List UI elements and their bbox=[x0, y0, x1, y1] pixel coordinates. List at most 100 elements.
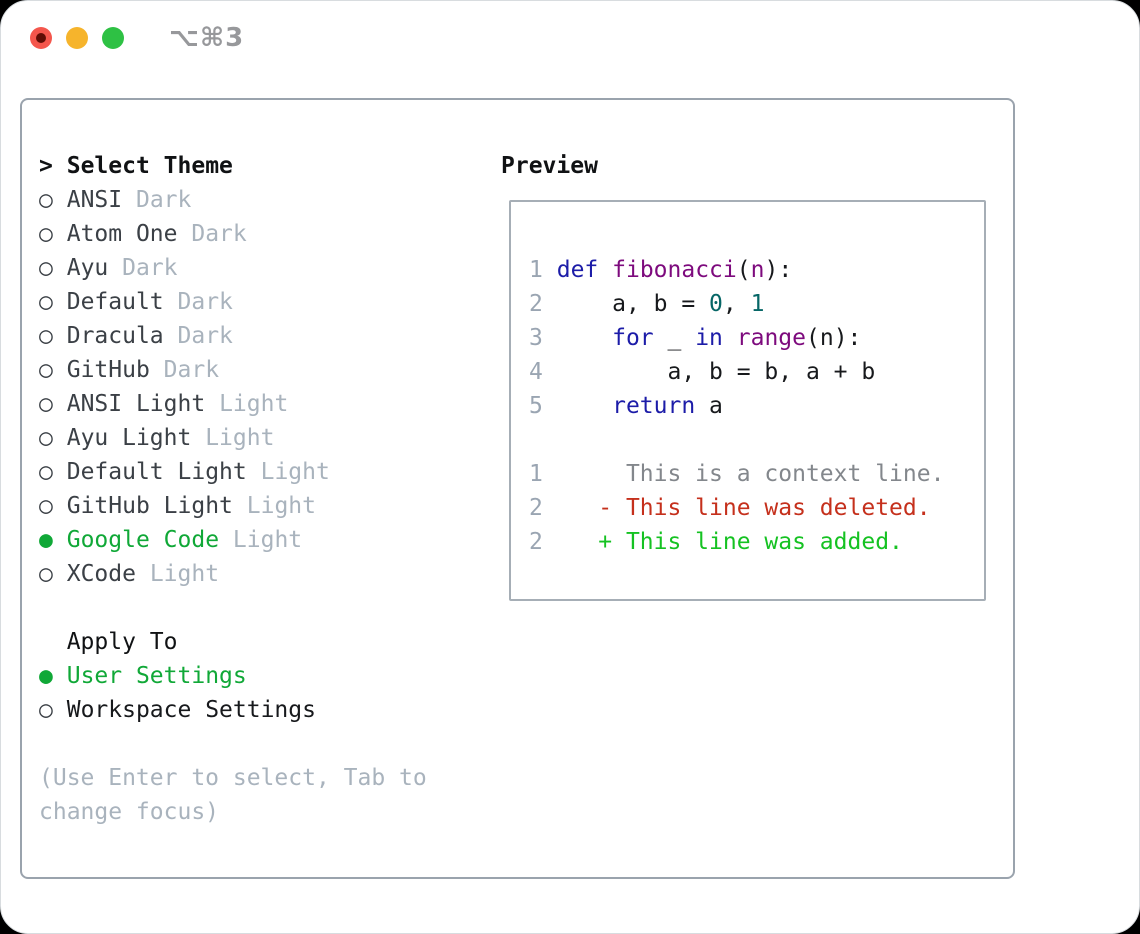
code-token bbox=[723, 325, 737, 351]
theme-name: Default Light bbox=[66, 459, 247, 485]
theme-name: Ayu bbox=[66, 255, 109, 281]
theme-variant-badge: Dark bbox=[122, 255, 178, 281]
apply-to-list: ● User Settings○ Workspace Settings bbox=[39, 659, 427, 727]
zoom-button[interactable] bbox=[102, 27, 124, 49]
help-text-line-2: change focus) bbox=[39, 799, 220, 825]
code-line: 5 return a bbox=[529, 389, 984, 423]
diff-line-deleted: 2 - This line was deleted. bbox=[529, 491, 984, 525]
theme-variant-badge: Dark bbox=[191, 221, 247, 247]
radio-icon: ○ bbox=[39, 459, 53, 485]
spacer bbox=[529, 423, 984, 457]
code-token bbox=[598, 257, 612, 283]
spacer bbox=[39, 591, 427, 625]
code-token: for bbox=[612, 325, 654, 351]
line-number: 3 bbox=[529, 325, 543, 351]
apply-to-title: Apply To bbox=[66, 629, 178, 655]
preview-header: Preview bbox=[501, 149, 986, 183]
theme-name: Atom One bbox=[66, 221, 178, 247]
line-number: 4 bbox=[529, 359, 543, 385]
diff-preview: 1 This is a context line.2 - This line w… bbox=[529, 457, 984, 559]
radio-icon: ○ bbox=[39, 561, 53, 587]
theme-option[interactable]: ○ Default Light Light bbox=[39, 455, 427, 489]
radio-icon: ○ bbox=[39, 697, 53, 723]
theme-name: Google Code bbox=[66, 527, 220, 553]
theme-name: ANSI bbox=[66, 187, 123, 213]
theme-variant-badge: Dark bbox=[177, 289, 233, 315]
code-line: 3 for _ in range(n): bbox=[529, 321, 984, 355]
preview-section: Preview 1 def fibonacci(n):2 a, b = 0, 1… bbox=[501, 149, 986, 601]
theme-option[interactable]: ● Google Code Light bbox=[39, 523, 427, 557]
theme-option[interactable]: ○ Dracula Dark bbox=[39, 319, 427, 353]
theme-option[interactable]: ○ ANSI Light Light bbox=[39, 387, 427, 421]
prompt-icon: > bbox=[39, 153, 53, 179]
code-line: 1 def fibonacci(n): bbox=[529, 253, 984, 287]
theme-option[interactable]: ○ Default Dark bbox=[39, 285, 427, 319]
window-titlebar: ⌥⌘3 bbox=[1, 1, 1139, 75]
code-token: fibonacci bbox=[612, 257, 737, 283]
line-number: 2 bbox=[529, 529, 543, 555]
code-token: (n): bbox=[806, 325, 862, 351]
apply-to-option[interactable]: ○ Workspace Settings bbox=[39, 693, 427, 727]
theme-option[interactable]: ○ Atom One Dark bbox=[39, 217, 427, 251]
radio-icon: ○ bbox=[39, 289, 53, 315]
select-theme-header: > Select Theme bbox=[39, 149, 427, 183]
theme-selector-panel: > Select Theme ○ ANSI Dark○ Atom One Dar… bbox=[20, 98, 1015, 879]
diff-text: This is a context line. bbox=[598, 461, 945, 487]
theme-option[interactable]: ○ GitHub Light Light bbox=[39, 489, 427, 523]
apply-to-option[interactable]: ● User Settings bbox=[39, 659, 427, 693]
line-number: 2 bbox=[529, 495, 543, 521]
diff-text: + This line was added. bbox=[598, 529, 903, 555]
code-line: 4 a, b = b, a + b bbox=[529, 355, 984, 389]
theme-variant-badge: Light bbox=[149, 561, 220, 587]
theme-name: ANSI Light bbox=[66, 391, 206, 417]
theme-option[interactable]: ○ ANSI Dark bbox=[39, 183, 427, 217]
close-button-dot-icon bbox=[36, 33, 46, 43]
theme-name: GitHub bbox=[66, 357, 150, 383]
apply-to-header: Apply To bbox=[39, 625, 427, 659]
radio-icon: ○ bbox=[39, 391, 53, 417]
diff-line-context: 1 This is a context line. bbox=[529, 457, 984, 491]
theme-variant-badge: Light bbox=[232, 527, 303, 553]
theme-name: Ayu Light bbox=[66, 425, 192, 451]
theme-name: GitHub Light bbox=[66, 493, 233, 519]
code-token bbox=[557, 393, 612, 419]
code-token: a, b = bbox=[556, 291, 710, 317]
theme-option[interactable]: ○ Ayu Light Light bbox=[39, 421, 427, 455]
radio-selected-icon: ● bbox=[39, 527, 53, 553]
theme-variant-badge: Dark bbox=[135, 187, 192, 213]
theme-option[interactable]: ○ GitHub Dark bbox=[39, 353, 427, 387]
code-token: return bbox=[612, 393, 696, 419]
diff-line-added: 2 + This line was added. bbox=[529, 525, 984, 559]
theme-option[interactable]: ○ XCode Light bbox=[39, 557, 427, 591]
radio-icon: ○ bbox=[39, 357, 53, 383]
code-token: in bbox=[695, 325, 723, 351]
radio-selected-icon: ● bbox=[39, 663, 53, 689]
spacer bbox=[39, 727, 427, 761]
theme-list: ○ ANSI Dark○ Atom One Dark○ Ayu Dark○ De… bbox=[39, 183, 427, 591]
code-token: _ bbox=[653, 325, 696, 351]
line-number: 5 bbox=[529, 393, 543, 419]
minimize-button[interactable] bbox=[66, 27, 88, 49]
line-number: 1 bbox=[529, 461, 543, 487]
code-token: , bbox=[722, 291, 751, 317]
select-theme-title: Select Theme bbox=[66, 153, 233, 179]
radio-icon: ○ bbox=[39, 323, 53, 349]
line-number: 1 bbox=[529, 257, 543, 283]
theme-option[interactable]: ○ Ayu Dark bbox=[39, 251, 427, 285]
code-token: def bbox=[556, 257, 599, 283]
close-button[interactable] bbox=[30, 27, 52, 49]
diff-text: - This line was deleted. bbox=[598, 495, 931, 521]
theme-variant-badge: Light bbox=[219, 391, 289, 417]
theme-variant-badge: Light bbox=[205, 425, 275, 451]
theme-variant-badge: Dark bbox=[163, 357, 220, 383]
code-token: ): bbox=[764, 257, 793, 283]
code-token: ( bbox=[736, 257, 751, 283]
preview-title: Preview bbox=[501, 153, 598, 179]
help-text-line-1: (Use Enter to select, Tab to bbox=[39, 765, 427, 791]
code-token: 0 bbox=[709, 291, 723, 317]
radio-icon: ○ bbox=[39, 255, 53, 281]
apply-to-label: User Settings bbox=[66, 663, 247, 689]
radio-icon: ○ bbox=[39, 493, 53, 519]
